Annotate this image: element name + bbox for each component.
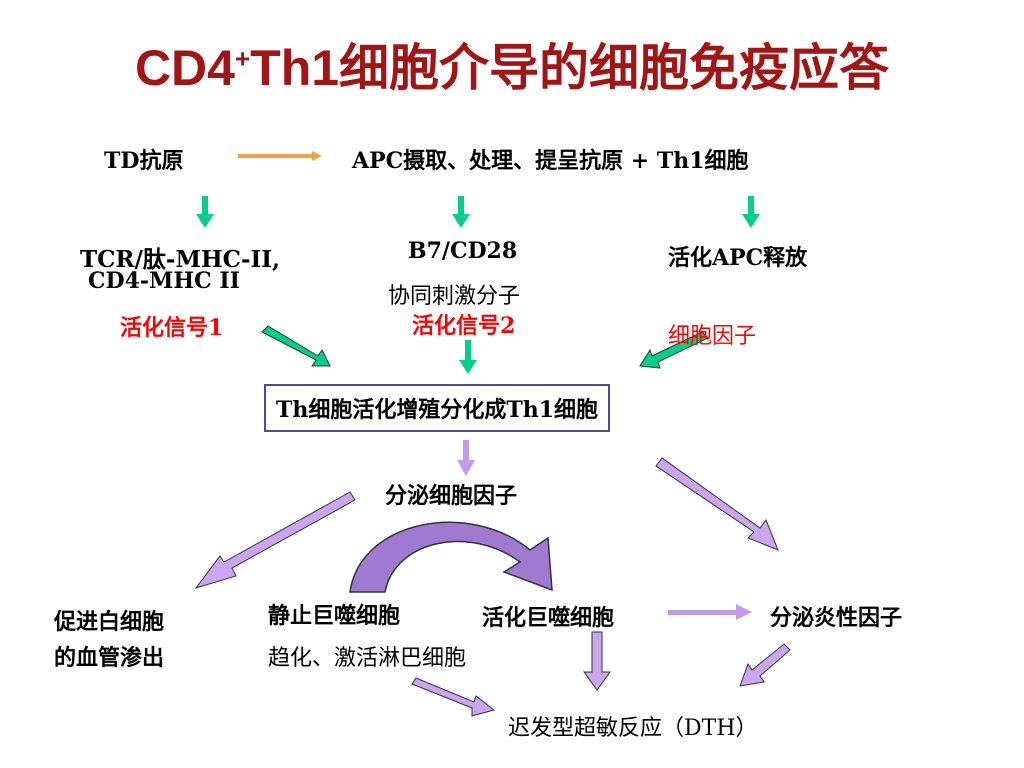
- costim-label: 协同刺激分子: [388, 284, 521, 309]
- purple-diag-arrow-left: [194, 491, 356, 589]
- activation-signal-1: 活化信号1: [120, 315, 224, 341]
- purple-right-arrow: [668, 604, 752, 620]
- cytokine-signal: 细胞因子: [668, 324, 757, 349]
- chemotaxis-label: 趋化、激活淋巴细胞: [268, 646, 467, 671]
- green-down-arrow-center: [459, 340, 477, 374]
- page-title: CD4+Th1细胞介导的细胞免疫应答: [134, 40, 890, 96]
- green-down-arrow-left: [196, 196, 214, 228]
- secrete-inflammatory-label: 分泌炎性因子: [770, 605, 903, 631]
- activation-signal-2: 活化信号2: [412, 313, 516, 339]
- tcr-mhc-label: TCR/肽-MHC-II,: [80, 246, 281, 273]
- activated-macrophage-label: 活化巨噬细胞: [482, 605, 615, 631]
- curved-arrow: [349, 521, 553, 593]
- purple-down-arrow-box: [457, 440, 475, 476]
- activated-apc-label: 活化APC释放: [668, 245, 808, 271]
- apc-process-label: APC摄取、处理、提呈抗原 + Th1细胞: [352, 148, 749, 174]
- secrete-cytokine-label: 分泌细胞因子: [385, 483, 518, 509]
- cd4-mhc-label: CD4-MHC II: [88, 268, 240, 294]
- purple-diag-arrow-dth-left: [411, 677, 496, 717]
- green-down-arrow-mid: [452, 196, 470, 228]
- th-activation-box: Th细胞活化增殖分化成Th1细胞: [264, 384, 611, 432]
- green-diag-arrow-right: [639, 331, 709, 369]
- purple-diag-arrow-right: [655, 457, 779, 551]
- green-down-arrow-right: [742, 196, 760, 228]
- promote-line1: 促进白细胞: [54, 609, 165, 635]
- promote-line2: 的血管渗出: [54, 645, 165, 671]
- resting-macrophage-label: 静止巨噬细胞: [268, 603, 401, 629]
- dth-label: 迟发型超敏反应（DTH）: [508, 716, 758, 741]
- purple-down-arrow-activated: [583, 631, 611, 691]
- b7-cd28-label: B7/CD28: [408, 238, 518, 264]
- td-antigen-label: TD抗原: [104, 148, 184, 174]
- green-diag-arrow-left: [261, 325, 331, 367]
- purple-diag-arrow-dth-right: [739, 643, 791, 687]
